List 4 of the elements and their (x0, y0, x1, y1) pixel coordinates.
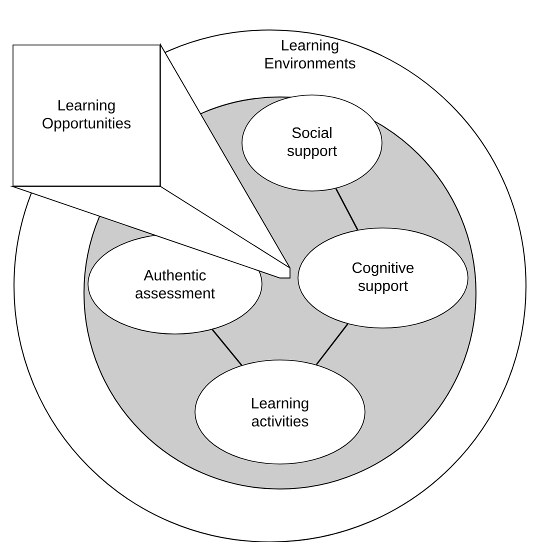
connector-line (212, 329, 242, 366)
connector-line (316, 323, 348, 366)
connector-line (335, 188, 358, 230)
callout-pointer (12, 42, 290, 278)
